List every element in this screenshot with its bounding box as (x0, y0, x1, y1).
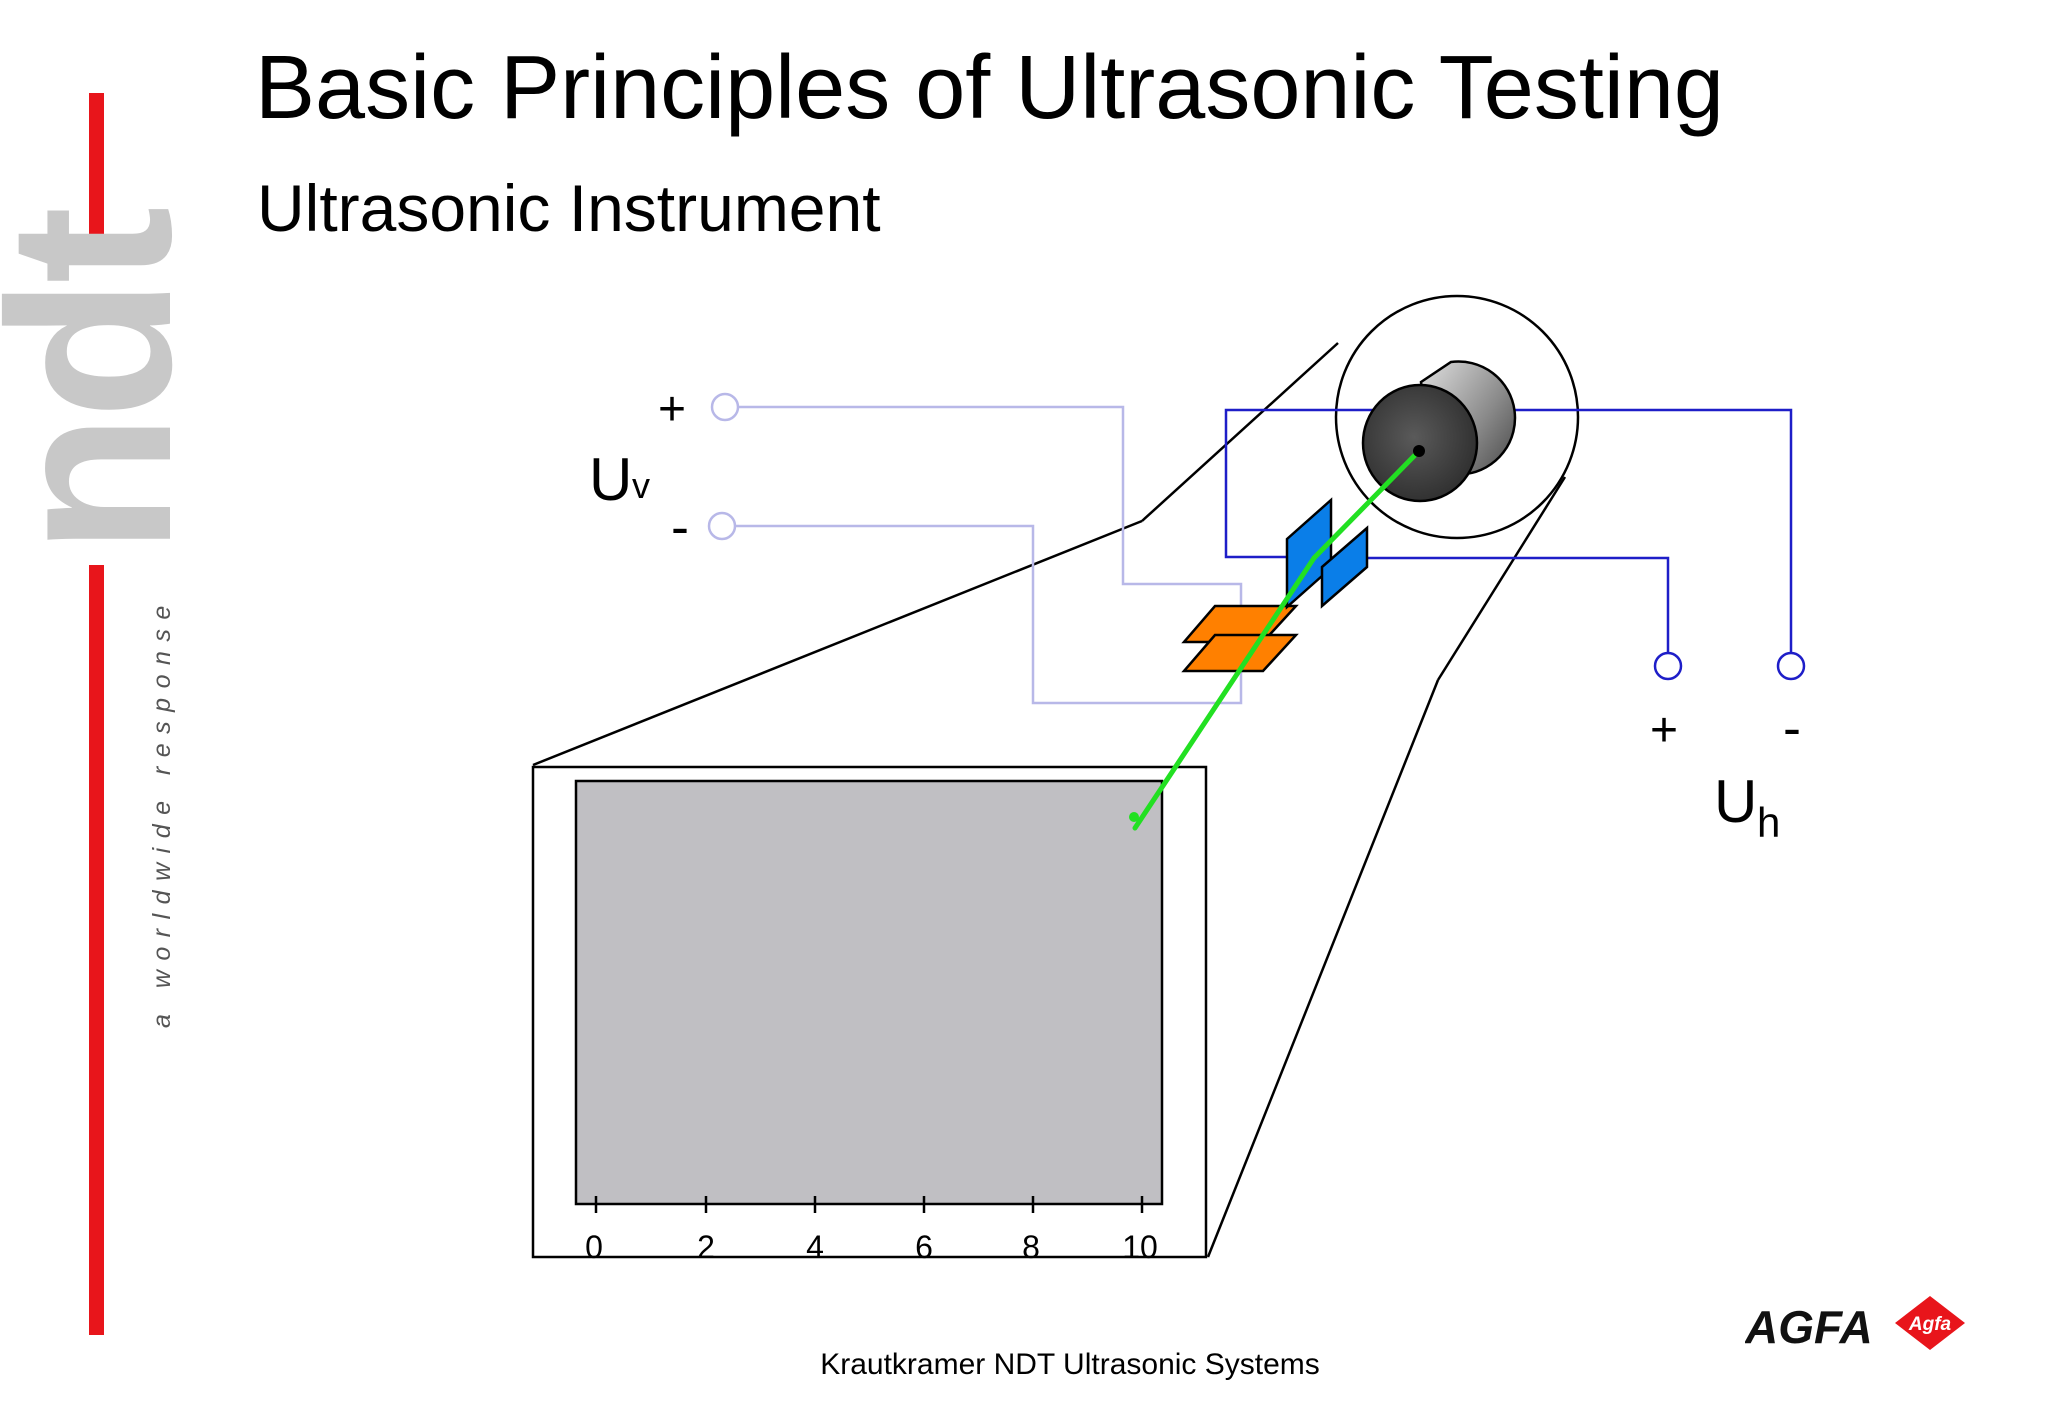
tagline: a worldwide response (148, 596, 176, 1028)
electron-gun-face (1361, 383, 1479, 503)
crt-neck-circle (1334, 294, 1580, 540)
scale-tick-4: 4 (806, 1196, 824, 1265)
funnel-lower-line-1 (1436, 476, 1567, 681)
horizontal-plate-right (1320, 525, 1369, 609)
electron-beam (1132, 449, 1421, 831)
scale-tick-6: 6 (915, 1196, 933, 1265)
ndt-logo: ndt a worldwide response (0, 93, 190, 1335)
scale-tick-2: 2 (697, 1196, 715, 1265)
uv-plus-wire (737, 405, 1243, 620)
scale-label-0: 0 (585, 1229, 603, 1265)
funnel-upper-line-1 (1141, 342, 1339, 522)
slide-title: Basic Principles of Ultrasonic Testing (255, 38, 1724, 138)
uv-plus-label: + (658, 383, 686, 436)
scale-tick-8: 8 (1022, 1196, 1040, 1265)
scale-label-4: 4 (806, 1229, 824, 1265)
scale-label-8: 8 (1022, 1229, 1040, 1265)
crt-tube-outline (532, 294, 1580, 1258)
scale-label-10: 10 (1122, 1229, 1158, 1265)
agfa-badge (1895, 1296, 1965, 1350)
footer-text: Krautkramer NDT Ultrasonic Systems (820, 1348, 1320, 1381)
uv-subscript: v (632, 465, 650, 506)
scale-tick-10: 10 (1122, 1196, 1158, 1265)
uh-minus-wire (1224, 408, 1793, 653)
uv-plus-terminal (710, 392, 740, 422)
uh-minus-label: - (1783, 698, 1801, 758)
uh-minus-terminal (1776, 651, 1806, 681)
scale-tick-0: 0 (585, 1196, 603, 1265)
uv-minus-terminal (707, 511, 737, 541)
uv-labels: + - U v (589, 383, 689, 557)
uh-plus-label: + (1650, 704, 1678, 757)
electron-gun (1361, 360, 1517, 503)
uv-minus-wire (736, 524, 1243, 705)
uh-subscript: h (1757, 799, 1780, 846)
uh-labels: + - U h (1650, 698, 1801, 846)
slide-subtitle: Ultrasonic Instrument (257, 171, 881, 245)
agfa-logo: AGFA Agfa (1745, 1296, 1965, 1353)
uh-plus-terminal (1653, 651, 1683, 681)
beam-spot (1129, 812, 1139, 822)
funnel-upper-line-2 (532, 519, 1143, 767)
uh-symbol: U (1714, 768, 1757, 835)
uv-symbol: U (589, 446, 632, 513)
scale-label-6: 6 (915, 1229, 933, 1265)
agfa-wordmark: AGFA (1745, 1301, 1873, 1353)
uv-minus-label: - (671, 497, 689, 557)
uh-plus-wire (1343, 556, 1670, 653)
funnel-lower-line-2 (1206, 679, 1440, 1258)
vertical-plate-bottom (1181, 633, 1299, 673)
red-bar-top (89, 93, 104, 261)
agfa-badge-text: Agfa (1908, 1314, 1952, 1335)
scale-label-2: 2 (697, 1229, 715, 1265)
electron-beam-segment-1 (1311, 449, 1421, 561)
electron-gun-cathode (1413, 445, 1425, 457)
screen-scale: 0 2 4 6 8 10 (585, 1196, 1158, 1265)
vertical-deflection-plates (1181, 604, 1299, 673)
horizontal-deflection-wires (1224, 408, 1806, 681)
vertical-deflection-wires (707, 392, 1243, 705)
electron-beam-segment-2 (1132, 555, 1317, 831)
crt-screen-display (574, 779, 1164, 1206)
ndt-logo-text: ndt (0, 209, 190, 555)
red-bar-bottom (89, 565, 104, 1335)
